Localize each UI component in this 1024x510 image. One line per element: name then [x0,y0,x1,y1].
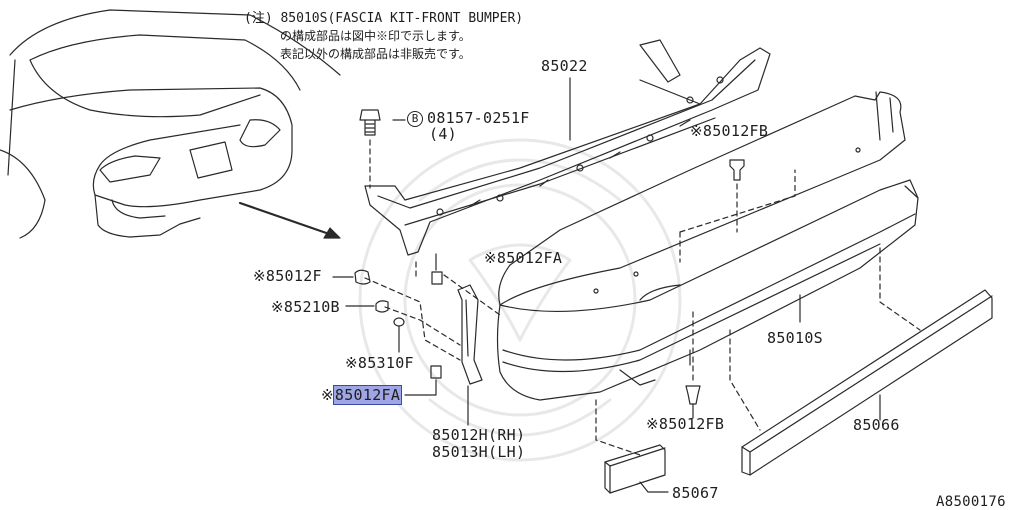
label-85012FA-selected-row[interactable]: ※85012FA [321,385,403,405]
note-line-1: (注) 85010S(FASCIA KIT-FRONT BUMPER) [244,11,524,26]
label-85066[interactable]: 85066 [853,416,900,434]
label-85022[interactable]: 85022 [541,57,588,75]
reflector-85067-drawing [595,399,669,494]
label-85067[interactable]: 85067 [672,484,719,502]
label-85012FB-bottom[interactable]: ※85012FB [646,415,725,433]
label-08157-quantity: (4) [429,125,457,143]
note-line-3: 表記以外の構成部品は非販売です。 [280,47,471,61]
bolt-08157-drawing [359,109,406,189]
left-fasteners-drawing [332,253,501,396]
clip-85012FB-bottom-drawing [685,311,701,419]
bumper-fascia-85010S-drawing [496,91,919,401]
kit-mark: ※ [321,386,334,404]
label-85012H-RH[interactable]: 85012H(RH) [432,426,526,444]
moulding-85066-drawing [729,247,993,476]
clip-85012FB-top-drawing [679,159,796,263]
side-bracket-85012H-drawing [457,284,483,426]
label-85012FB-top[interactable]: ※85012FB [690,122,769,140]
watermark-emblem [358,138,682,462]
label-85013H-LH[interactable]: 85013H(LH) [432,443,526,461]
label-85012FA-top[interactable]: ※85012FA [484,249,563,267]
bolt-type-b-badge: B [407,111,423,127]
note-line-2: の構成部品は図中※印で示します。 [280,29,471,43]
label-85210B[interactable]: ※85210B [271,298,340,316]
diagram-id: A8500176 [936,494,1006,510]
label-85310F[interactable]: ※85310F [345,354,414,372]
label-85010S[interactable]: 85010S [767,329,823,347]
label-08157-0251F[interactable]: 08157-0251F [427,109,530,127]
label-85012FA-selected[interactable]: 85012FA [332,385,403,405]
car-rear-sketch [0,9,341,239]
label-85012F[interactable]: ※85012F [253,267,322,285]
direction-arrow [238,201,341,239]
reinforcement-85022-drawing [364,39,771,256]
